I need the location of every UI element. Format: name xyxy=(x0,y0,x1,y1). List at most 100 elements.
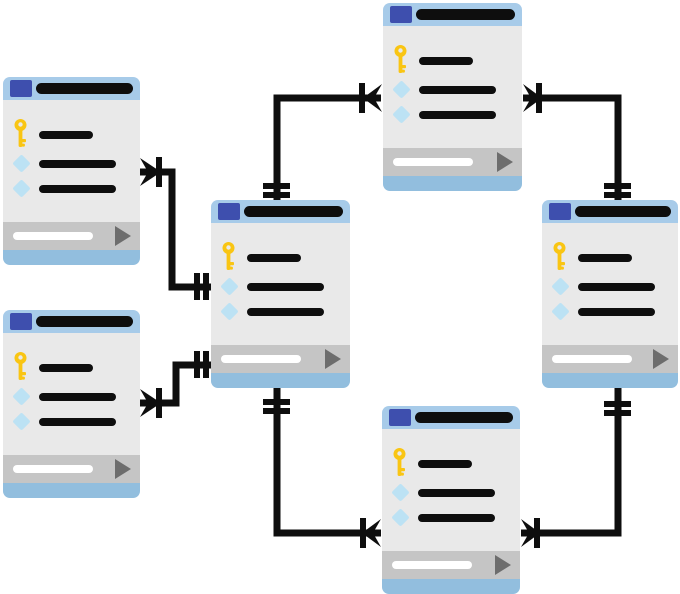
table-title-bar xyxy=(415,412,513,423)
table-type-icon xyxy=(389,409,411,426)
primary-key-icon xyxy=(14,352,27,380)
card-bottom-strip xyxy=(383,176,522,191)
field-diamond-icon xyxy=(392,105,411,124)
one-cardinality-bar xyxy=(359,83,365,113)
table-card-right[interactable] xyxy=(542,200,678,388)
primary-key-icon xyxy=(553,242,566,270)
crow-foot-many-marker xyxy=(140,389,161,417)
one-double-bar-marker xyxy=(194,273,200,300)
field-diamond-icon xyxy=(551,302,570,321)
play-icon[interactable] xyxy=(653,349,669,369)
field-diamond-icon xyxy=(12,412,31,431)
field-name-bar xyxy=(247,308,324,316)
play-icon[interactable] xyxy=(115,226,131,246)
field-name-bar xyxy=(578,283,655,291)
field-diamond-icon xyxy=(12,179,31,198)
footer-status-bar xyxy=(392,561,472,569)
table-field-list xyxy=(3,100,140,222)
table-footer xyxy=(382,551,520,579)
footer-status-bar xyxy=(393,158,473,166)
table-title-bar xyxy=(575,206,671,217)
relationship-line xyxy=(273,386,381,537)
table-field-list xyxy=(383,26,522,148)
relationship-line xyxy=(138,168,211,291)
table-card-top-left[interactable] xyxy=(3,77,140,265)
one-double-bar-marker xyxy=(203,273,209,300)
table-header xyxy=(542,200,678,223)
play-icon[interactable] xyxy=(497,152,513,172)
field-diamond-icon xyxy=(12,387,31,406)
footer-status-bar xyxy=(221,355,301,363)
field-name-bar xyxy=(418,489,495,497)
table-header xyxy=(3,310,140,333)
table-type-icon xyxy=(218,203,240,220)
field-name-bar xyxy=(39,160,116,168)
one-double-bar-marker xyxy=(203,351,209,378)
table-type-icon xyxy=(549,203,571,220)
table-card-mid-left[interactable] xyxy=(3,310,140,498)
play-icon[interactable] xyxy=(495,555,511,575)
table-type-icon xyxy=(390,6,412,23)
table-footer xyxy=(3,222,140,250)
table-card-top-center[interactable] xyxy=(383,3,522,191)
table-card-center[interactable] xyxy=(211,200,350,388)
one-cardinality-bar xyxy=(156,157,162,187)
one-cardinality-bar xyxy=(156,388,162,418)
relationship-line xyxy=(273,94,381,202)
field-name-bar xyxy=(247,283,324,291)
primary-key-field-bar xyxy=(419,57,473,65)
primary-key-field-bar xyxy=(39,364,93,372)
table-title-bar xyxy=(36,83,133,94)
table-field-list xyxy=(542,223,678,345)
table-header xyxy=(383,3,522,26)
one-double-bar-marker xyxy=(604,192,631,198)
field-diamond-icon xyxy=(12,154,31,173)
table-type-icon xyxy=(10,313,32,330)
primary-key-icon xyxy=(393,448,406,476)
table-header xyxy=(382,406,520,429)
table-title-bar xyxy=(36,316,133,327)
footer-status-bar xyxy=(13,465,93,473)
crow-foot-many-marker xyxy=(523,84,542,112)
one-double-bar-marker xyxy=(263,192,290,198)
field-name-bar xyxy=(419,111,496,119)
one-double-bar-marker xyxy=(604,410,631,416)
table-type-icon xyxy=(10,80,32,97)
primary-key-icon xyxy=(14,119,27,147)
field-diamond-icon xyxy=(551,277,570,296)
table-card-bottom-center[interactable] xyxy=(382,406,520,594)
table-header xyxy=(3,77,140,100)
relationship-line xyxy=(523,94,622,202)
primary-key-field-bar xyxy=(247,254,301,262)
relationship-line xyxy=(521,386,622,537)
one-double-bar-marker xyxy=(263,399,290,405)
crow-foot-many-marker xyxy=(140,158,161,186)
one-double-bar-marker xyxy=(604,401,631,407)
card-bottom-strip xyxy=(211,373,350,388)
primary-key-icon xyxy=(222,242,235,270)
field-diamond-icon xyxy=(220,277,239,296)
table-title-bar xyxy=(416,9,515,20)
field-diamond-icon xyxy=(391,508,410,527)
field-name-bar xyxy=(419,86,496,94)
table-footer xyxy=(383,148,522,176)
primary-key-icon xyxy=(394,45,407,73)
play-icon[interactable] xyxy=(115,459,131,479)
primary-key-field-bar xyxy=(418,460,472,468)
crow-foot-many-marker xyxy=(363,84,382,112)
play-icon[interactable] xyxy=(325,349,341,369)
card-bottom-strip xyxy=(382,579,520,594)
table-footer xyxy=(211,345,350,373)
field-diamond-icon xyxy=(392,80,411,99)
primary-key-field-bar xyxy=(39,131,93,139)
one-double-bar-marker xyxy=(604,183,631,189)
field-name-bar xyxy=(39,418,116,426)
field-diamond-icon xyxy=(391,483,410,502)
footer-status-bar xyxy=(13,232,93,240)
one-cardinality-bar xyxy=(360,518,366,548)
table-field-list xyxy=(382,429,520,551)
table-header xyxy=(211,200,350,223)
one-cardinality-bar xyxy=(536,83,542,113)
